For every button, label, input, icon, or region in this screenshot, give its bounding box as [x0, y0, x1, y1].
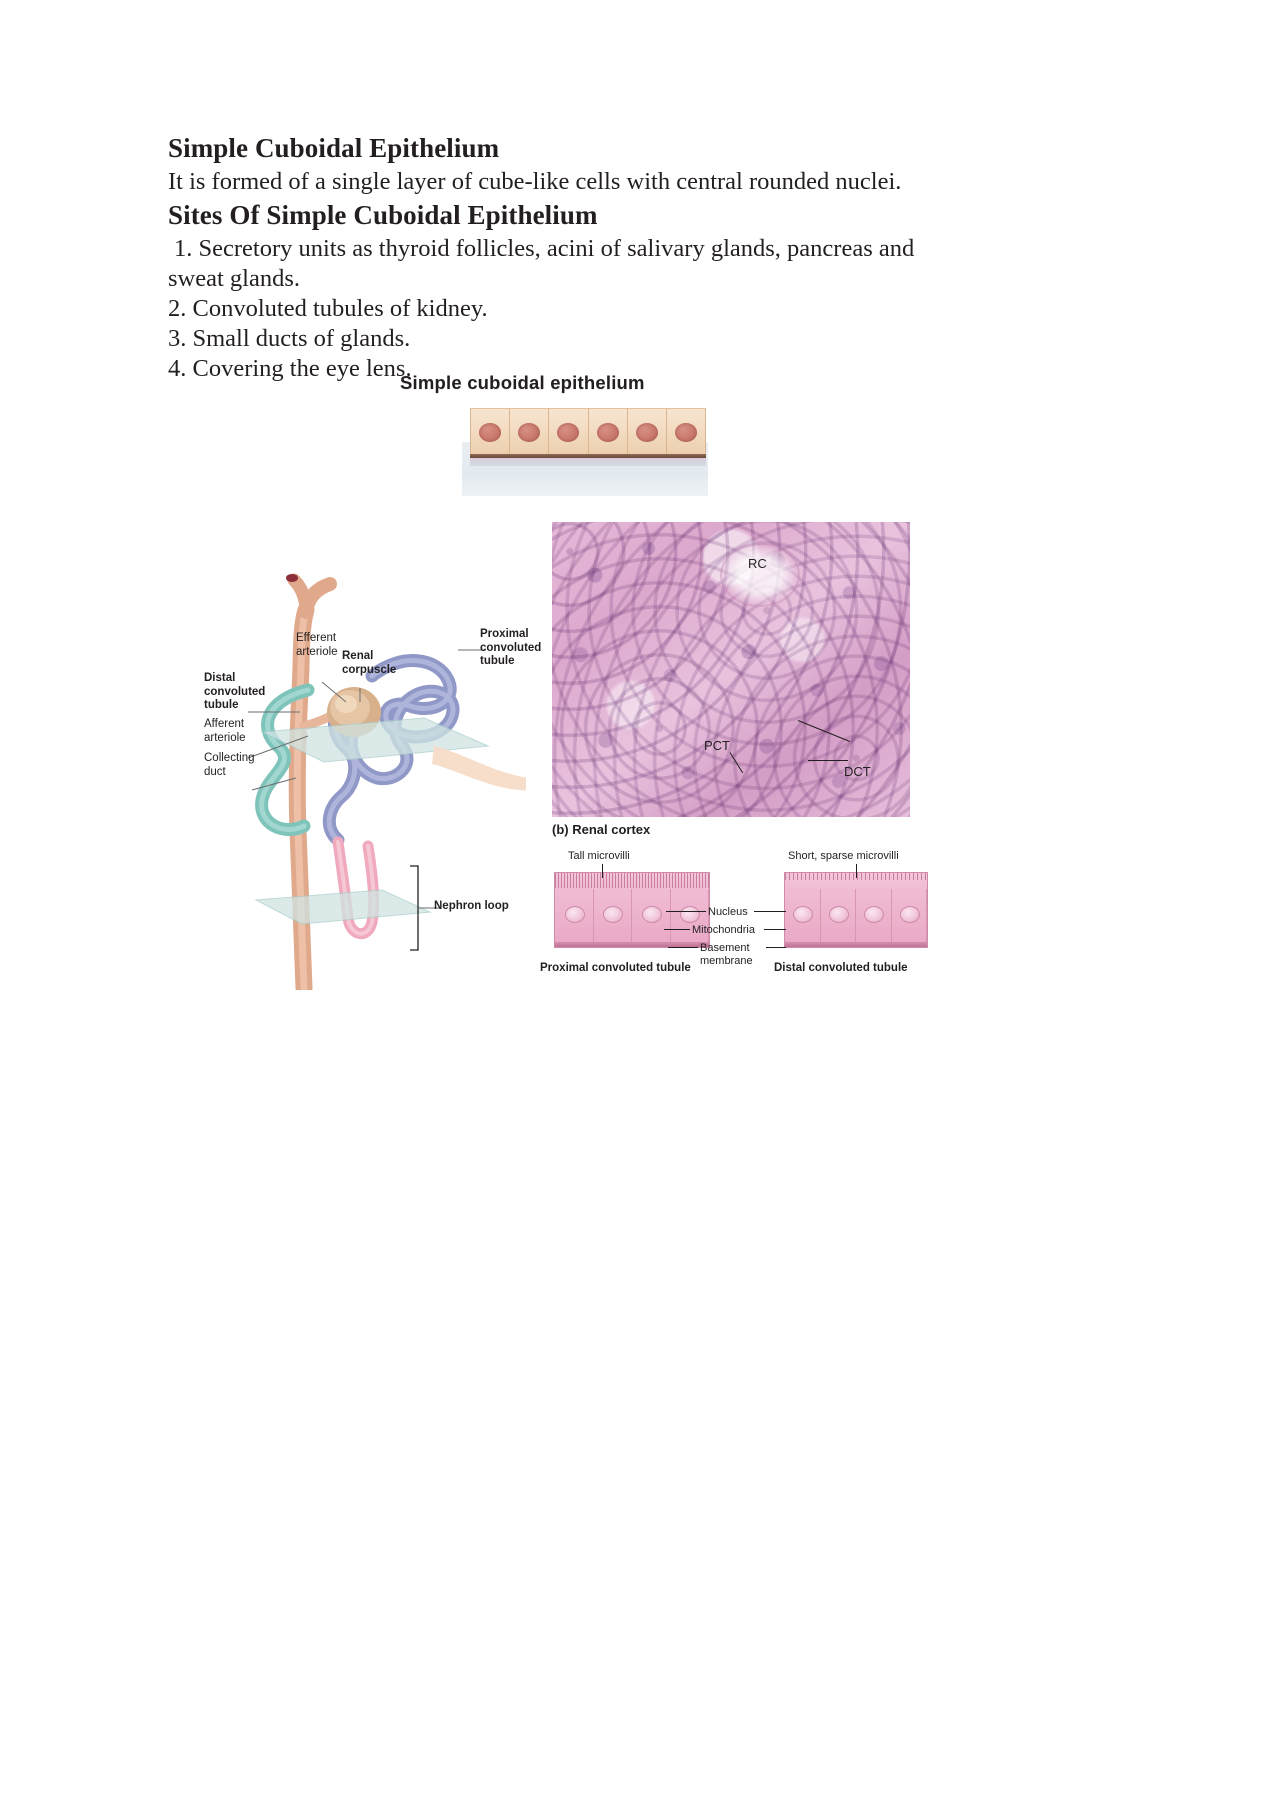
label-mitochondria: Mitochondria [692, 924, 755, 936]
cuboidal-cell [627, 408, 667, 455]
nucleus-icon [603, 906, 624, 924]
pct-cell [670, 889, 709, 947]
leader-efferent [321, 681, 347, 703]
figure-simple-cuboidal-epithelium: Simple cuboidal epithelium [396, 372, 726, 497]
leader-afferent [247, 735, 309, 759]
label-proximal-convoluted-tubule: Proximal convoluted tubule [480, 628, 542, 667]
dct-cell-row [785, 889, 927, 947]
leader-mitochondria-right [764, 929, 786, 930]
dct-cell [891, 889, 927, 947]
nephron-svg [247, 573, 526, 990]
nephron-diagram: Distal convoluted tubule Afferent arteri… [196, 550, 541, 990]
dct-cell [785, 889, 821, 947]
tall-microvilli-brush-border [555, 873, 709, 888]
definition-paragraph: It is formed of a single layer of cube-l… [168, 168, 902, 195]
leader-basement-left [668, 947, 698, 948]
nucleus-icon [557, 423, 580, 442]
pct-cell-row [555, 889, 709, 947]
pct-cell [555, 889, 594, 947]
caption-proximal-convoluted-tubule: Proximal convoluted tubule [540, 962, 691, 974]
renal-cortex-micrograph: RC PCT DCT [552, 522, 910, 817]
basement-membrane [555, 942, 709, 947]
label-nephron-loop: Nephron loop [434, 900, 509, 912]
basement-membrane [470, 454, 706, 458]
figure-nephron-and-renal-cortex: Distal convoluted tubule Afferent arteri… [196, 520, 936, 990]
label-tall-microvilli: Tall microvilli [568, 850, 630, 862]
dct-cell [820, 889, 856, 947]
micrograph-leader-dct-2 [808, 760, 848, 761]
cuboidal-cell [470, 408, 511, 455]
label-renal-corpuscle: Renal corpuscle [342, 650, 397, 676]
figure-title: Simple cuboidal epithelium [400, 372, 645, 393]
cuboidal-cell [510, 408, 550, 455]
leader-short-microvilli [856, 864, 857, 878]
section-pointer-arrow [432, 746, 526, 791]
label-short-sparse-microvilli: Short, sparse microvilli [788, 850, 899, 862]
text-content: Simple Cuboidal Epithelium It is formed … [168, 132, 958, 384]
list-item: 4. Covering the eye lens. [168, 355, 412, 382]
micrograph-label-pct: PCT [704, 738, 730, 753]
nucleus-icon [479, 423, 502, 442]
nucleus-icon [864, 906, 885, 924]
label-collecting-duct: Collecting duct [204, 752, 255, 778]
leader-collecting [251, 777, 297, 791]
leader-tall-microvilli [602, 864, 603, 878]
list-item: 2. Convoluted tubules of kidney. [168, 295, 488, 322]
nucleus-icon [635, 423, 658, 442]
cuboidal-cell-row [470, 408, 707, 455]
leader-mitochondria-left [664, 929, 690, 930]
nucleus-icon [564, 906, 585, 924]
section-heading-sites: Sites Of Simple Cuboidal Epithelium [168, 200, 598, 230]
page-title: Simple Cuboidal Epithelium [168, 133, 500, 163]
label-afferent-arteriole: Afferent arteriole [204, 718, 246, 744]
nucleus-icon [899, 906, 920, 924]
nucleus-icon [641, 906, 662, 924]
nucleus-icon [674, 423, 697, 442]
basement-membrane [785, 942, 927, 947]
renal-corpuscle-region [720, 542, 801, 607]
pct-cell [593, 889, 632, 947]
nucleus-icon [596, 423, 619, 442]
nucleus-icon [680, 906, 701, 924]
section-plane-upper [260, 717, 490, 763]
pct-cell [632, 889, 671, 947]
connective-tissue-layer [470, 458, 706, 466]
section-plane-lower [254, 889, 432, 925]
dct-epithelium-block [784, 872, 928, 948]
cuboidal-cell [666, 408, 707, 455]
epithelium-illustration [462, 408, 708, 496]
list-item: 1. Secretory units as thyroid follicles,… [168, 235, 915, 292]
figure-caption-renal-cortex: (b) Renal cortex [552, 822, 651, 837]
pct-epithelium-block [554, 872, 710, 948]
micrograph-label-dct: DCT [844, 764, 871, 779]
nucleus-icon [518, 423, 541, 442]
leader-nucleus-left [666, 911, 706, 912]
nucleus-icon [828, 906, 849, 924]
caption-distal-convoluted-tubule: Distal convoluted tubule [774, 962, 908, 974]
cuboidal-cell [549, 408, 589, 455]
dct-cell [856, 889, 892, 947]
micrograph-label-rc: RC [748, 556, 767, 571]
nucleus-icon [793, 906, 814, 924]
list-item: 3. Small ducts of glands. [168, 325, 411, 352]
label-nucleus: Nucleus [708, 906, 748, 918]
label-basement-membrane: Basement membrane [700, 942, 753, 967]
leader-basement-right [766, 947, 786, 948]
label-efferent-arteriole: Efferent arteriole [296, 632, 338, 658]
cuboidal-cell [588, 408, 628, 455]
leader-nucleus-right [754, 911, 786, 912]
label-distal-convoluted-tubule: Distal convoluted tubule [204, 672, 266, 711]
figure-pct-vs-dct-epithelium: Tall microvilli Short, sparse microvilli [540, 848, 940, 983]
